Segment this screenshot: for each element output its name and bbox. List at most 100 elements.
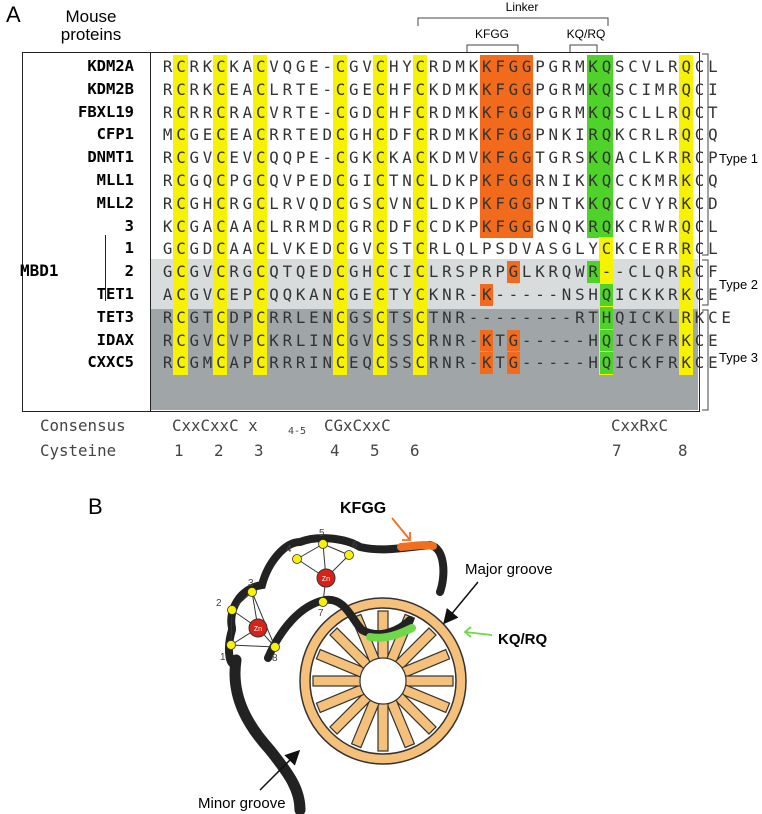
residue: - [561,353,572,373]
cysteine-band [173,305,188,330]
residue: L [708,216,718,236]
protein-name: DNMT1 [87,148,134,167]
residue: C [335,353,346,373]
residue: C [216,79,226,99]
residue: R [162,193,173,213]
residue: N [548,171,559,190]
residue: C [176,307,186,327]
residue: E [229,79,239,99]
residue: T [495,353,505,373]
residue: S [388,330,399,350]
residue: N [561,285,572,304]
residue: I [628,307,638,327]
cys-num-2: 2 [214,441,224,460]
residue: T [535,148,545,168]
residue: G [189,353,199,373]
residue: R [654,239,665,259]
residue: R [561,102,572,122]
residue: R [162,79,173,99]
residue: N [548,125,559,145]
residue: - [521,353,532,373]
residue: C [375,307,386,327]
residue: V [202,285,213,304]
residue: F [495,171,505,190]
residue: R [162,148,173,168]
residue: Q [282,148,293,168]
residue: K [588,148,598,168]
cysteine-band [678,123,693,147]
residue: M [575,79,585,99]
residue: G [521,125,532,145]
cysteine-band [332,328,348,352]
mouse-proteins-header: Mouse proteins [46,8,136,44]
residue: C [628,216,638,236]
residue: D [508,239,519,259]
residue: G [508,262,519,282]
cysteine-band [253,169,268,193]
b-cys-2: 2 [216,598,222,609]
residue: I [641,79,652,99]
residue: G [349,307,359,327]
cysteine-band [332,260,348,284]
cysteine-band [678,237,693,261]
residue: E [349,353,359,373]
residue: G [349,171,359,190]
linker-label: Linker [505,0,539,14]
cysteine-band [332,283,348,307]
cysteine-band [253,191,268,216]
residue: C [335,216,346,236]
cysteine-band [372,123,388,147]
residue: T [402,239,412,259]
residue: C [428,216,439,236]
residue: G [508,193,519,213]
residue: I [614,285,625,304]
residue: C [255,125,266,145]
residue: - [535,330,545,350]
residue: C [335,307,346,327]
residue: Q [601,57,612,76]
residue: C [375,216,386,236]
cysteine-band [213,328,228,352]
residue: C [694,193,705,213]
residue: K [588,57,598,76]
residue: - [508,285,519,304]
residue: R [681,148,691,168]
name-divider [150,52,151,412]
cysteine-band [678,305,693,330]
cysteine-band [678,77,693,102]
residue: L [269,193,279,213]
residue: C [375,125,386,145]
residue: C [176,239,186,259]
residue: D [388,125,399,145]
residue: T [295,102,306,122]
residue: - [575,353,585,373]
kqrq-band [599,329,614,352]
residue: F [654,330,665,350]
residue: D [442,79,452,99]
residue: P [535,102,545,122]
residue: R [668,102,678,122]
residue: M [654,79,665,99]
cysteine-band [372,283,388,307]
residue: H [388,57,399,76]
residue: Q [601,102,612,122]
residue: G [521,79,532,99]
residue: N [402,193,412,213]
residue: - [575,330,585,350]
residue: Q [681,125,691,145]
residue: T [561,193,572,213]
residue: F [402,102,412,122]
residue: C [176,285,186,304]
residue: T [282,262,293,282]
residue: C [335,239,346,259]
residue: P [242,285,253,304]
cysteine-band [678,100,693,124]
residue: C [216,330,226,350]
residue: L [269,216,279,236]
residue: Q [309,193,319,213]
residue: D [229,307,239,327]
cysteine-band [412,328,427,352]
residue: S [402,330,412,350]
residue: Y [588,239,598,259]
